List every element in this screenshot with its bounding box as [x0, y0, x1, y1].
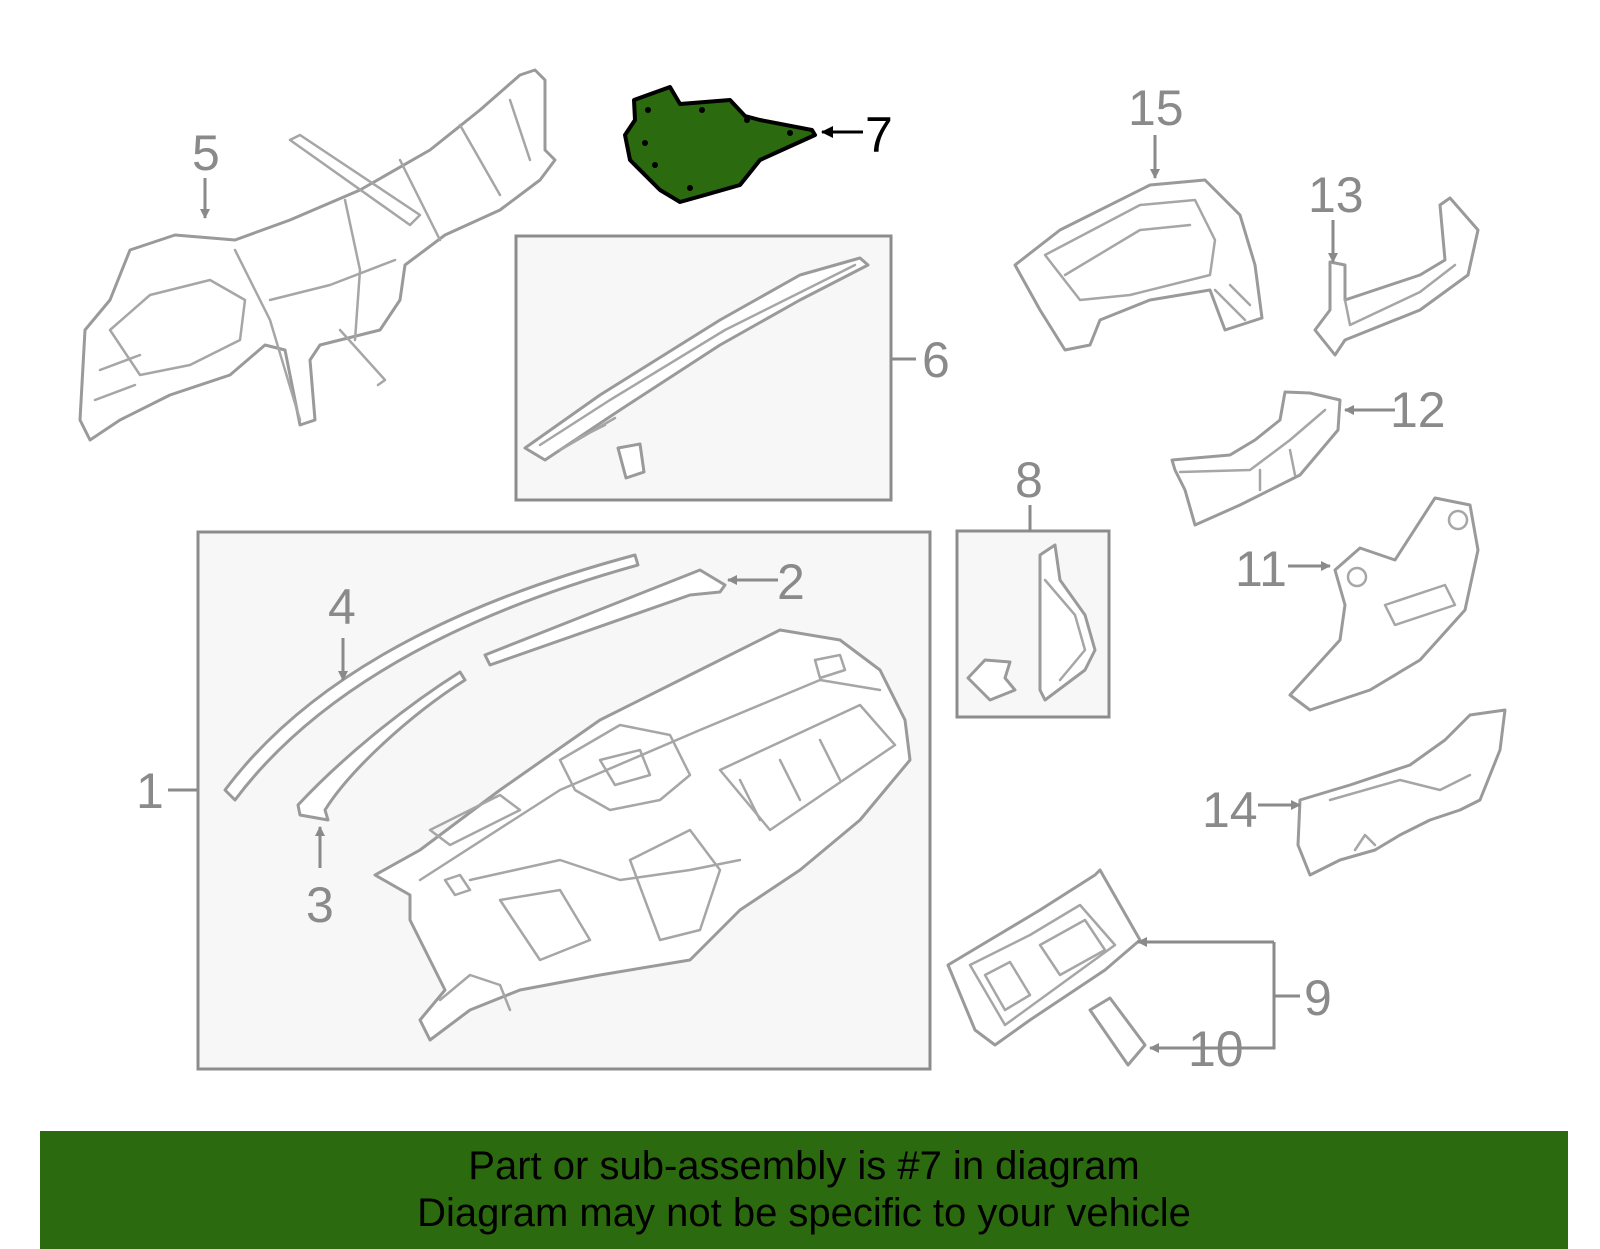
- part-6-defroster-grille: [523, 256, 870, 480]
- part-7-bracket-highlighted: [623, 85, 817, 204]
- callout-15: 15: [1128, 80, 1184, 136]
- part-15-cluster-bezel: [1013, 178, 1264, 352]
- banner-line-2: Diagram may not be specific to your vehi…: [417, 1191, 1191, 1235]
- part-11-trim: [1288, 496, 1480, 712]
- callout-2: 2: [777, 554, 805, 610]
- callout-7: 7: [865, 107, 893, 163]
- callout-12: 12: [1390, 382, 1446, 438]
- part-9-console-trim: [946, 868, 1142, 1047]
- part-1-instrument-panel: [373, 628, 912, 1042]
- info-banner: Part or sub-assembly is #7 in diagram Di…: [40, 1131, 1568, 1249]
- banner-line-1: Part or sub-assembly is #7 in diagram: [468, 1144, 1140, 1188]
- part-12-trim: [1170, 390, 1342, 527]
- part-8-bracket: [966, 543, 1097, 702]
- callout-9: 9: [1304, 970, 1332, 1026]
- part-14-trim: [1296, 708, 1507, 877]
- callout-4: 4: [328, 579, 356, 635]
- part-13-trim: [1313, 196, 1480, 357]
- leader-lines: [168, 126, 1395, 1053]
- callout-3: 3: [306, 877, 334, 933]
- callout-11: 11: [1235, 541, 1287, 597]
- part-4-trim-strip: [223, 553, 640, 802]
- callout-14: 14: [1202, 782, 1258, 838]
- part-10-insert: [1088, 996, 1147, 1067]
- callout-13: 13: [1308, 167, 1364, 223]
- callout-1: 1: [136, 763, 164, 819]
- callout-10: 10: [1188, 1021, 1244, 1077]
- part-2-trim-strip: [483, 568, 727, 667]
- callout-6: 6: [922, 332, 950, 388]
- part-3-trim-strip: [296, 670, 467, 822]
- callout-8: 8: [1015, 452, 1043, 508]
- part-5-cross-car-beam: [78, 68, 557, 442]
- callout-5: 5: [192, 125, 220, 181]
